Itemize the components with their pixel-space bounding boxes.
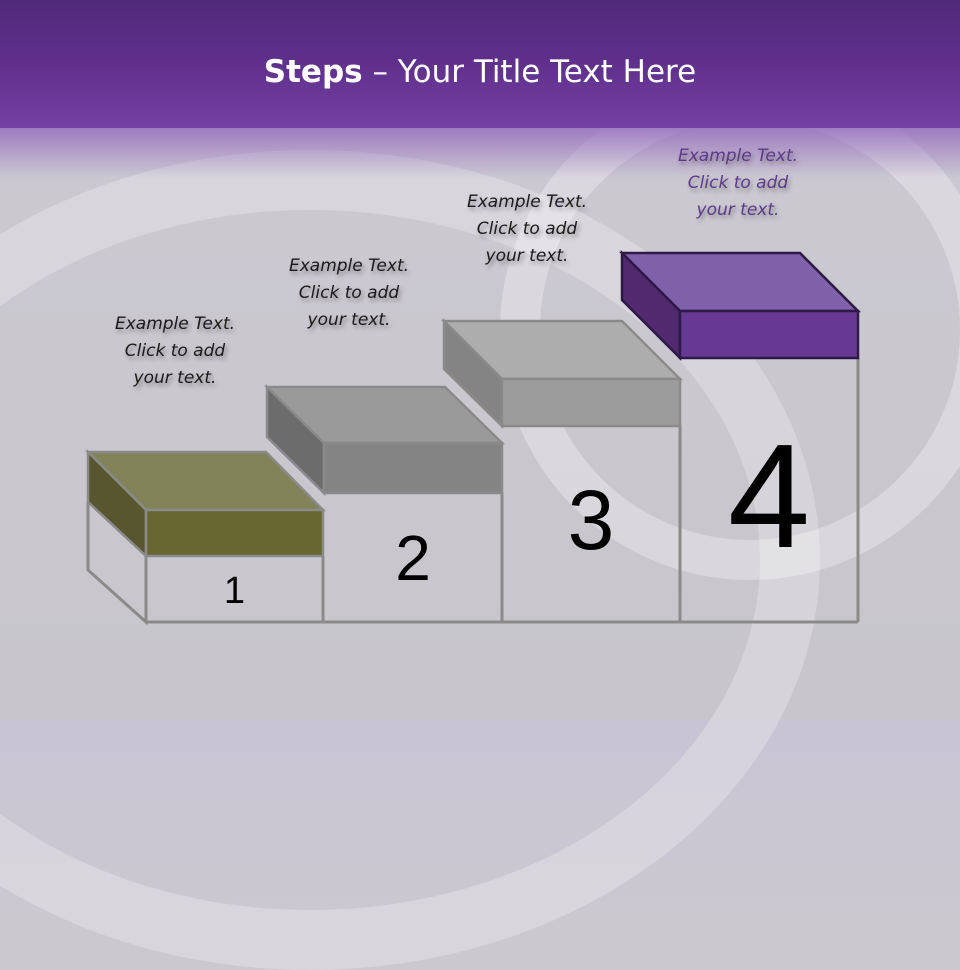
label-line: your text. <box>133 368 217 388</box>
step-1-number: 1 <box>223 570 246 612</box>
title-bar-fade <box>0 128 960 178</box>
label-line: your text. <box>307 310 391 330</box>
label-line: Example Text. <box>466 192 588 212</box>
step-3-number: 3 <box>567 473 615 567</box>
label-line: your text. <box>485 246 569 266</box>
title-rest: – Your Title Text Here <box>362 54 697 90</box>
step-2-label[interactable]: Example Text. Click to add your text. <box>264 253 434 334</box>
step-1-outline <box>86 502 148 626</box>
label-line: Click to add <box>476 219 578 239</box>
label-line: Example Text. <box>677 146 799 166</box>
label-line: Example Text. <box>288 256 410 276</box>
label-line: your text. <box>696 200 780 220</box>
step-3-label[interactable]: Example Text. Click to add your text. <box>442 189 612 270</box>
title-bar <box>0 0 960 128</box>
step-2-number: 2 <box>395 522 431 594</box>
label-line: Click to add <box>298 283 400 303</box>
steps-diagram <box>84 249 862 626</box>
label-line: Click to add <box>687 173 789 193</box>
label-line: Example Text. <box>114 314 236 334</box>
slide-title[interactable]: Steps – Your Title Text Here <box>0 54 960 90</box>
label-line: Click to add <box>124 341 226 361</box>
step-4-box <box>618 249 862 362</box>
step-2-box <box>263 384 506 496</box>
step-3-box <box>440 317 684 429</box>
step-4-number: 4 <box>727 414 811 579</box>
step-4-label[interactable]: Example Text. Click to add your text. <box>653 143 823 224</box>
title-bold: Steps <box>263 54 363 90</box>
step-1-box <box>84 448 326 559</box>
step-1-label[interactable]: Example Text. Click to add your text. <box>90 311 260 392</box>
